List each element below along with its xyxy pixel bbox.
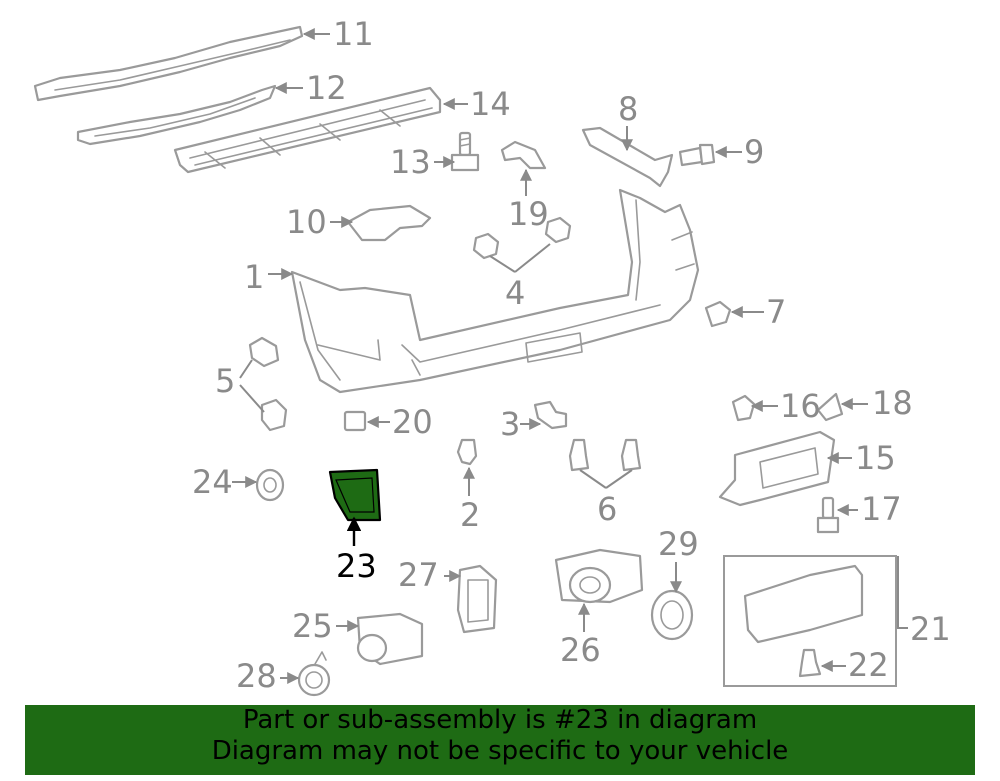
part-6-pins[interactable] (568, 438, 642, 472)
part-14-step-pad[interactable] (173, 86, 442, 174)
part-7-clip[interactable] (704, 300, 732, 328)
part-10-bracket[interactable] (346, 204, 432, 242)
callout-27: 27 (398, 556, 439, 594)
part-15-plate-bracket[interactable] (718, 430, 836, 507)
callout-7: 7 (766, 293, 786, 331)
part-24-grommet[interactable] (255, 468, 285, 502)
callout-15: 15 (855, 439, 896, 477)
part-1-bumper-cover[interactable] (290, 188, 700, 394)
callout-17: 17 (861, 490, 902, 528)
callout-14: 14 (470, 85, 511, 123)
part-12-retainer[interactable] (76, 84, 277, 146)
callout-10: 10 (286, 203, 327, 241)
callout-21: 21 (910, 610, 951, 648)
callout-22: 22 (848, 646, 889, 684)
callout-19: 19 (508, 195, 549, 233)
callout-8: 8 (618, 90, 638, 128)
callout-13: 13 (390, 143, 431, 181)
callout-labels: 11 12 14 13 8 9 19 10 4 1 7 5 20 3 2 6 1… (192, 15, 951, 695)
callout-26: 26 (560, 631, 601, 669)
part-9-screw[interactable] (678, 143, 716, 167)
part-4-nuts[interactable] (472, 216, 572, 260)
part-26-sensor[interactable] (554, 548, 644, 604)
part-25-sensor[interactable] (356, 612, 424, 666)
callout-16: 16 (780, 387, 821, 425)
part-11-reinforcement[interactable] (33, 25, 304, 102)
callout-23: 23 (336, 547, 377, 585)
part-5-clips[interactable] (248, 336, 288, 432)
callout-1: 1 (244, 258, 264, 296)
part-16-clip[interactable] (731, 394, 756, 422)
callout-6: 6 (597, 490, 617, 528)
leader-lines (232, 28, 908, 684)
callout-2: 2 (460, 496, 480, 534)
callout-3: 3 (500, 405, 520, 443)
part-23-highlighted[interactable] (328, 468, 382, 522)
part-17-bolt[interactable] (816, 496, 840, 534)
part-29-ring[interactable] (650, 589, 694, 641)
notice-line-2: Diagram may not be specific to your vehi… (211, 736, 789, 766)
callout-29: 29 (658, 525, 699, 563)
part-20-block[interactable] (343, 410, 367, 432)
part-19-bracket[interactable] (500, 140, 547, 170)
part-18-clip[interactable] (816, 392, 844, 422)
callout-28: 28 (236, 657, 277, 695)
part-27-retainer[interactable] (456, 564, 498, 634)
part-21-cover[interactable] (743, 564, 864, 644)
part-2-pin[interactable] (456, 438, 478, 466)
callout-20: 20 (392, 403, 433, 441)
callout-12: 12 (306, 69, 347, 107)
notice-banner: Part or sub-assembly is #23 in diagram D… (25, 705, 975, 775)
part-22-clip[interactable] (798, 648, 822, 678)
notice-line-1: Part or sub-assembly is #23 in diagram (242, 705, 758, 735)
callout-25: 25 (292, 607, 333, 645)
callout-4: 4 (505, 274, 525, 312)
callout-5: 5 (215, 362, 235, 400)
callout-24: 24 (192, 463, 233, 501)
callout-9: 9 (744, 133, 764, 171)
callout-18: 18 (872, 384, 913, 422)
part-13-bolt[interactable] (450, 131, 480, 172)
part-28-ring[interactable] (297, 651, 331, 697)
callout-11: 11 (333, 15, 374, 53)
part-21-group-box (723, 555, 897, 687)
part-8-side-bracket[interactable] (581, 126, 674, 188)
